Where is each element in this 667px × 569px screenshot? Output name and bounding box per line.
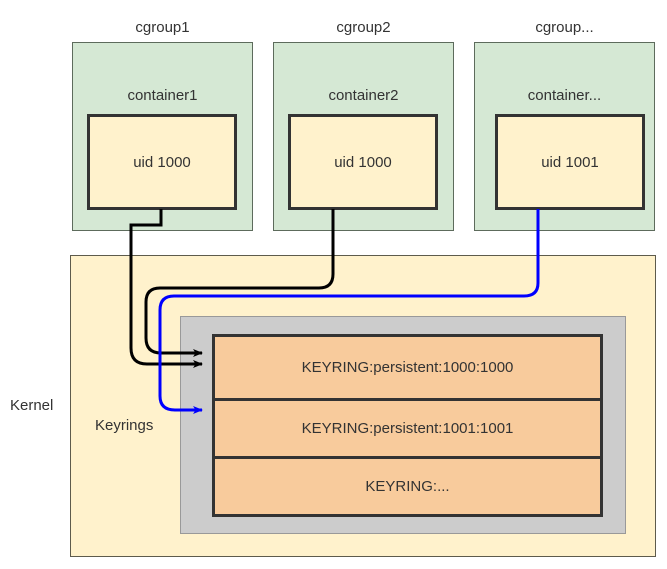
container-label: container1 [127,87,198,104]
uid-box[interactable]: uid 1000 [87,114,237,210]
kernel-label: Kernel [10,397,54,414]
cgroup-box-2[interactable]: container2 uid 1000 [273,42,454,231]
uid-box[interactable]: uid 1000 [288,114,438,210]
uid-box[interactable]: uid 1001 [495,114,645,210]
container-label: container... [527,87,602,104]
cgroup-title: cgroup... [535,19,594,36]
cgroup-title: cgroup1 [135,19,190,36]
keyring-row[interactable]: KEYRING:persistent:1001:1001 [215,398,600,456]
keyrings-label: Keyrings [95,417,154,434]
keyring-row[interactable]: KEYRING:persistent:1000:1000 [215,337,600,398]
container-label: container2 [328,87,399,104]
cgroup-box-1[interactable]: container1 uid 1000 [72,42,253,231]
cgroup-box-3[interactable]: container... uid 1001 [474,42,655,231]
cgroup-title: cgroup2 [336,19,391,36]
keyring-row[interactable]: KEYRING:... [215,456,600,514]
keyring-stack: KEYRING:persistent:1000:1000 KEYRING:per… [212,334,603,517]
